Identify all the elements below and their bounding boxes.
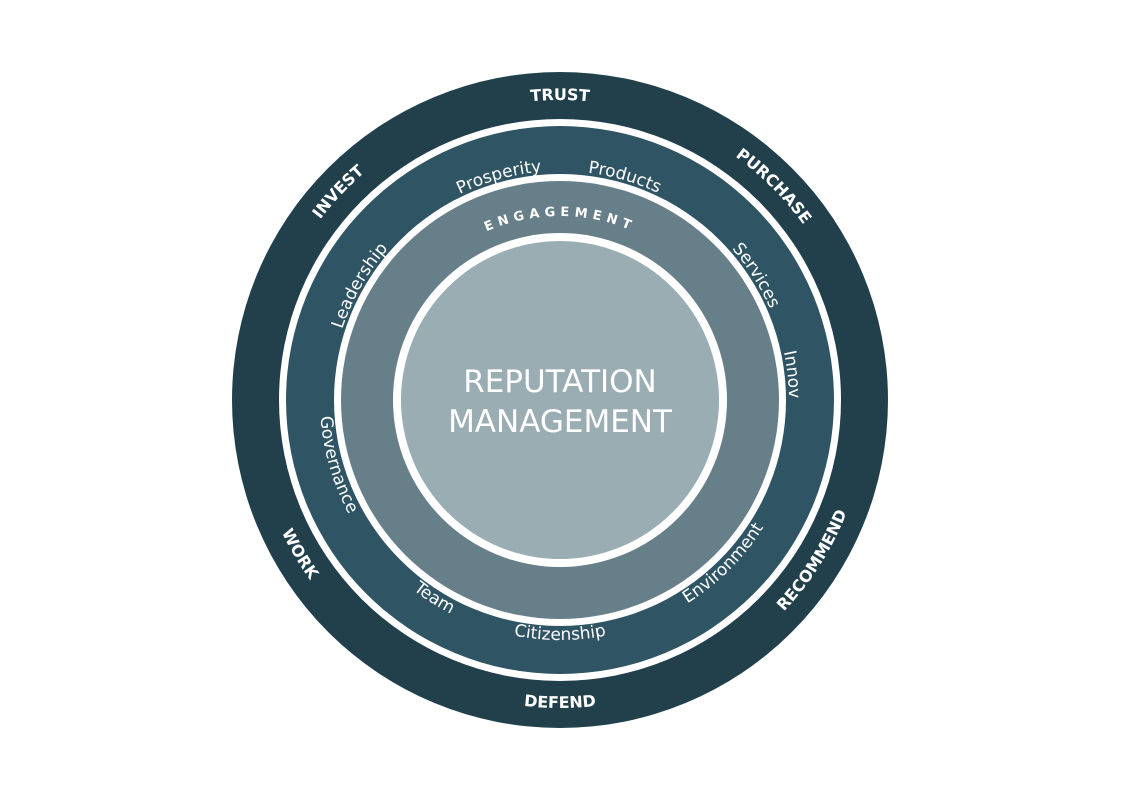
center-title-line1: REPUTATION <box>463 364 657 400</box>
center-title-line2: MANAGEMENT <box>448 404 673 440</box>
core-circle <box>401 241 719 559</box>
outer-label-trust: TRUST <box>530 85 591 105</box>
outer-label-defend: DEFEND <box>523 691 596 712</box>
